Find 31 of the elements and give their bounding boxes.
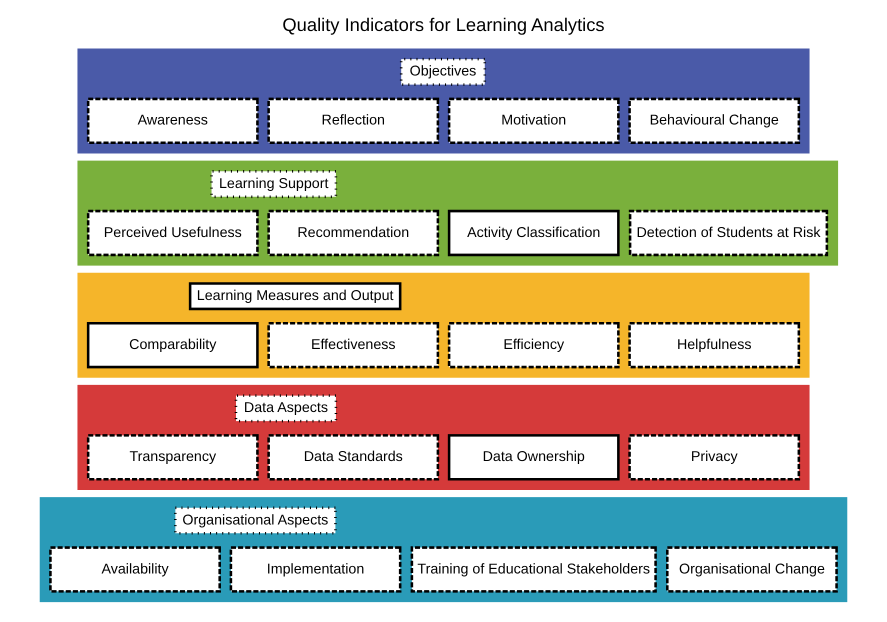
node-box: Detection of Students at Risk xyxy=(628,210,828,256)
node-box: Implementation xyxy=(230,546,402,593)
cluster xyxy=(40,497,848,602)
node-box: Learning Support xyxy=(210,170,338,198)
node-box: Reflection xyxy=(267,98,440,144)
node-box: Data Standards xyxy=(267,434,440,481)
diagram-title: Quality Indicators for Learning Analytics xyxy=(282,14,605,36)
cluster xyxy=(77,160,838,266)
node-box: Recommendation xyxy=(267,210,440,256)
node-box: Awareness xyxy=(86,98,259,144)
node-box: Behavioural Change xyxy=(628,98,800,144)
node-box: Perceived Usefulness xyxy=(86,210,259,256)
node-box: Privacy xyxy=(628,434,800,481)
node-box: Availability xyxy=(49,546,221,593)
cluster xyxy=(77,272,810,378)
node-box: Organisational Change xyxy=(666,546,838,593)
node-box: Efficiency xyxy=(448,322,620,368)
node-box: Activity Classification xyxy=(448,210,620,256)
node-box: Learning Measures and Output xyxy=(188,282,402,310)
node-box: Motivation xyxy=(448,98,620,144)
cluster xyxy=(77,384,810,490)
node-box: Data Aspects xyxy=(234,394,338,422)
cluster xyxy=(77,48,810,154)
node-box: Training of Educational Stakeholders xyxy=(410,546,657,593)
node-box: Comparability xyxy=(86,322,259,368)
node-box: Transparency xyxy=(86,434,259,481)
node-box: Effectiveness xyxy=(267,322,440,368)
node-box: Data Ownership xyxy=(448,434,620,481)
node-box: Helpfulness xyxy=(628,322,800,368)
node-box: Objectives xyxy=(400,58,486,86)
node-box: Organisational Aspects xyxy=(174,506,337,535)
